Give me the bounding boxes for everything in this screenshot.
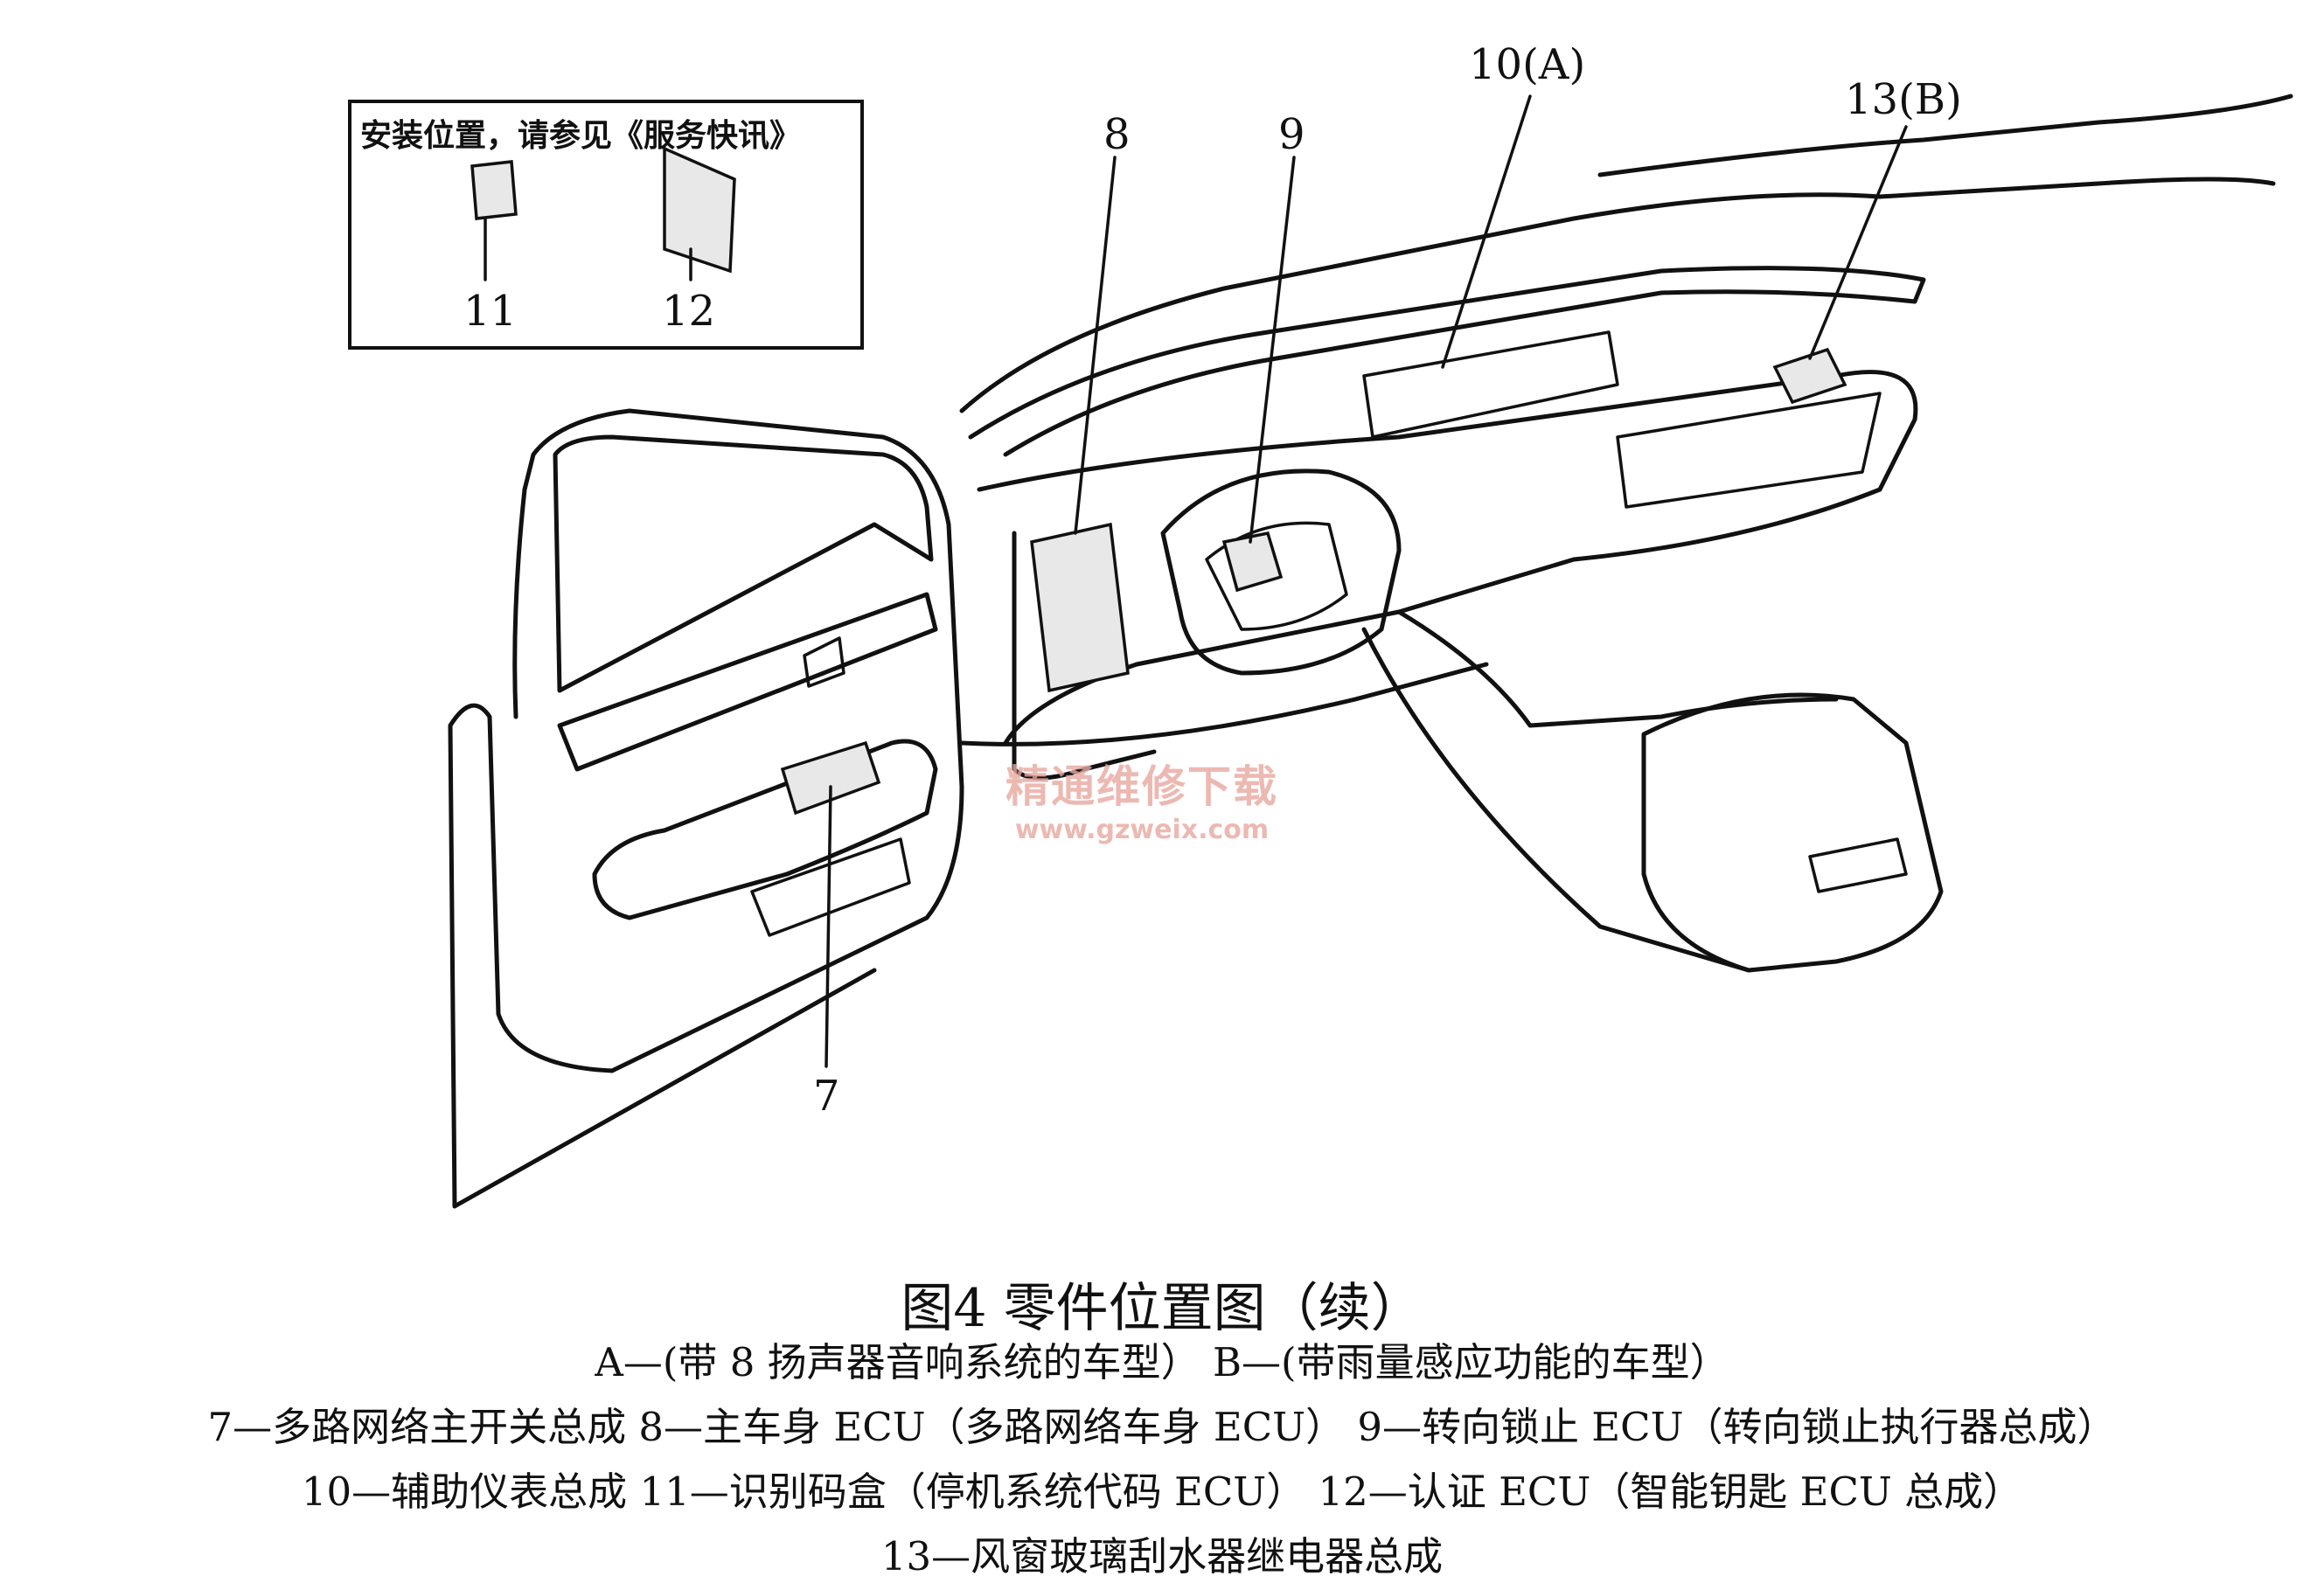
inset-part-11 (470, 160, 518, 220)
kick-panel (1012, 531, 1157, 781)
legend-line-3: 10—辅助仪表总成 11—识别码盒（停机系统代码 ECU） 12—认证 ECU（… (301, 1468, 2023, 1515)
callout-7: 7 (813, 1072, 840, 1121)
watermark-line1: 精通维修下载 (1005, 761, 1278, 812)
door-sill-line (452, 968, 877, 1209)
leader-7 (825, 785, 832, 1068)
leader-8 (1074, 156, 1117, 535)
master-switch-part (780, 740, 881, 816)
callout-10: 10(A) (1469, 40, 1586, 89)
inset-part-12 (663, 146, 736, 274)
door-pocket (750, 837, 911, 937)
console-front (1361, 627, 1751, 973)
console-tunnel (1396, 609, 1839, 728)
console-slot (1808, 837, 1908, 893)
door-handle (803, 636, 845, 688)
callout-13: 13(B) (1845, 75, 1962, 124)
floor-line (959, 662, 1489, 746)
legend-line-2: 7—多路网络主开关总成 8—主车身 ECU（多路网络车身 ECU） 9—转向锁止… (207, 1404, 2117, 1450)
dash-lower (977, 370, 1918, 746)
inset-title: 安装位置，请参见《服务快讯》 (360, 118, 802, 154)
windshield-edge (1597, 94, 2293, 177)
door-armrest (592, 739, 938, 920)
leader-13 (1808, 125, 1908, 360)
figure-title: 图4 零件位置图（续） (901, 1278, 1423, 1339)
door-outline (448, 408, 964, 1209)
callout-9: 9 (1278, 110, 1305, 159)
callout-8: 8 (1103, 110, 1131, 159)
glovebox (1616, 392, 1882, 509)
inset-label-11: 11 (463, 287, 518, 336)
door-window (553, 434, 934, 693)
door-trim-upper (557, 592, 938, 772)
body-ecu-part (1030, 522, 1130, 693)
inset-label-12: 12 (662, 287, 716, 336)
console-box (1641, 692, 1944, 973)
legend-line-4: 13—风窗玻璃刮水器继电器总成 (880, 1533, 1444, 1580)
leader-10 (1441, 94, 1532, 369)
dash-top (959, 177, 2276, 413)
watermark: 精通维修下载 www.gzweix.com (1005, 752, 1278, 845)
watermark-line2: www.gzweix.com (1014, 815, 1270, 845)
aux-meter-slot (1362, 330, 1619, 439)
steering-lock-part (1221, 531, 1284, 593)
dash-upper-shelf (968, 266, 1926, 457)
steering-column (1160, 469, 1402, 676)
leader-9 (1249, 156, 1296, 544)
inset-box: 安装位置，请参见《服务快讯》 (348, 100, 864, 350)
legend-line-1: A—(带 8 扬声器音响系统的车型） B—(带雨量感应功能的车型） (595, 1339, 1729, 1385)
